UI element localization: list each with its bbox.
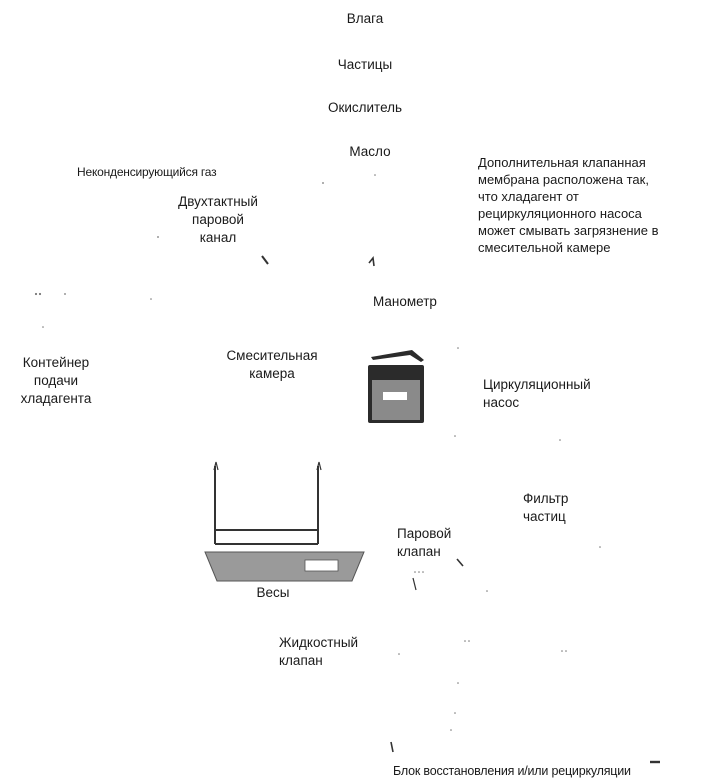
- scattered-marks: [34, 174, 601, 731]
- label-noncondensing-gas: Неконденсирующийся газ: [77, 165, 217, 179]
- label-particle-filter: Фильтр частиц: [523, 491, 569, 524]
- mixing-chamber-icon: [213, 461, 322, 545]
- label-circulation-pump: Циркуляционный насос: [483, 377, 591, 410]
- circulation-pump-icon: [368, 350, 424, 423]
- label-oil: Масло: [349, 144, 391, 159]
- pointer-marks: [261, 255, 660, 764]
- label-moisture: Влага: [346, 11, 384, 26]
- label-additional-valve-note: Дополнительная клапанная мембрана распол…: [478, 155, 659, 255]
- label-refrigerant-supply-container: Контейнер подачи хладагента: [20, 355, 92, 406]
- label-mixing-chamber: Смесительная камера: [226, 348, 318, 381]
- label-two-stroke-vapor-channel: Двухтактный паровой канал: [178, 194, 258, 245]
- scales-icon: [204, 551, 365, 582]
- label-particles: Частицы: [337, 57, 393, 72]
- label-vapor-valve: Паровой клапан: [397, 526, 452, 559]
- label-recovery-unit: Блок восстановления и/или рециркуляции: [393, 764, 631, 778]
- label-oxidizer: Окислитель: [327, 100, 403, 115]
- label-scales: Весы: [256, 585, 290, 600]
- label-liquid-valve: Жидкостный клапан: [279, 635, 359, 668]
- label-manometer: Манометр: [373, 294, 437, 309]
